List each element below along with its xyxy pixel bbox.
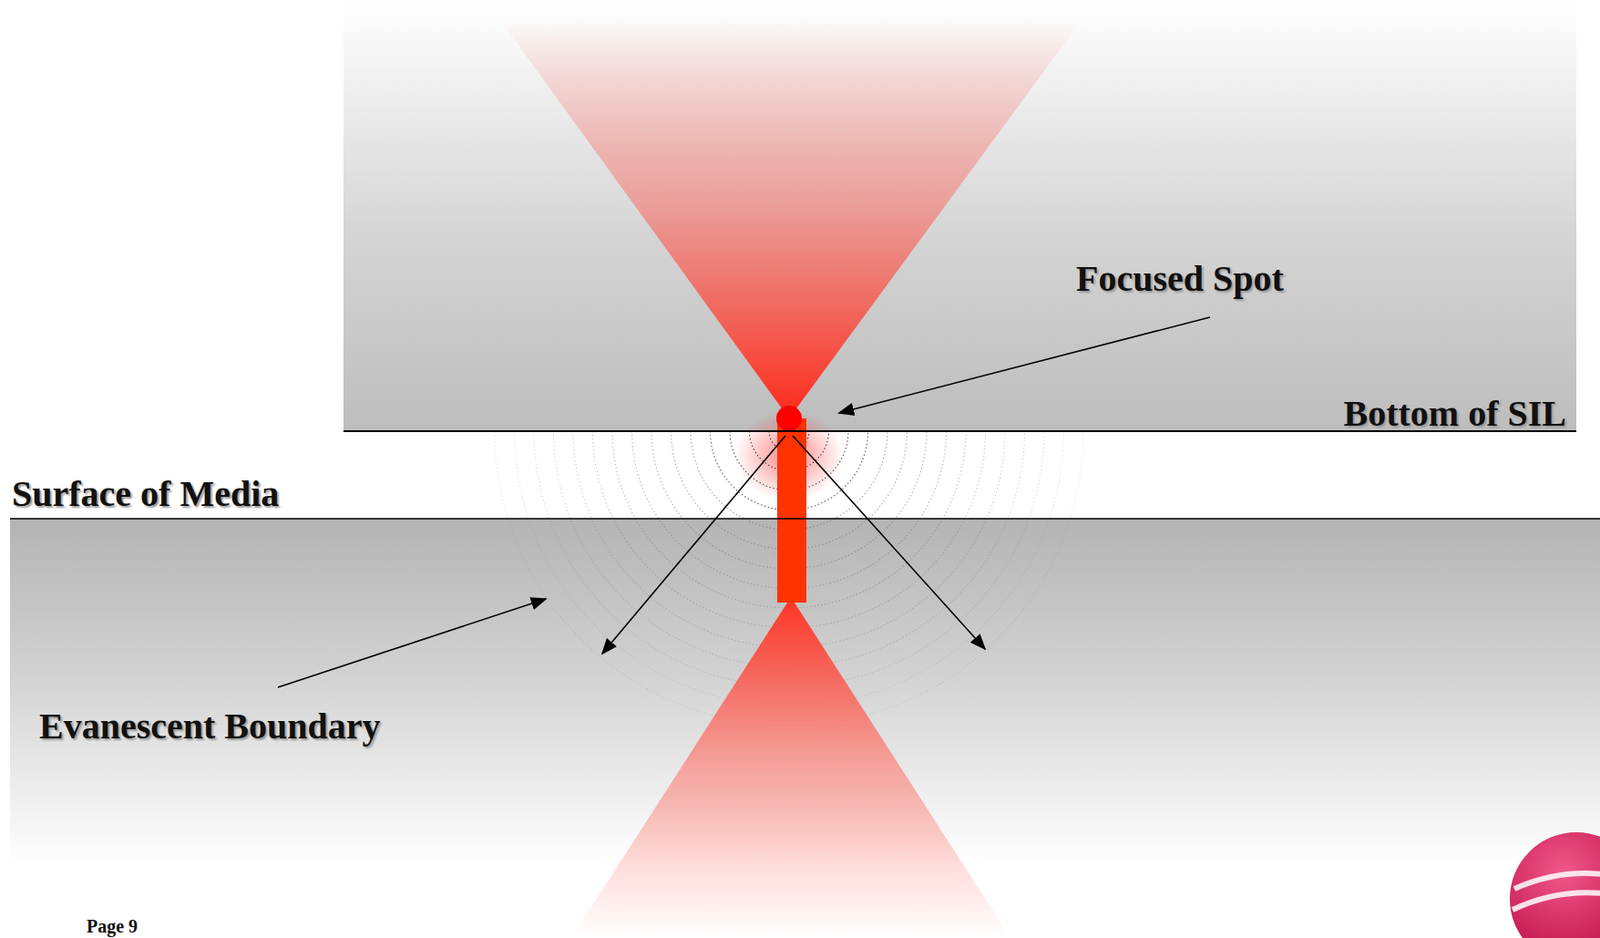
media-label: Surface of Media — [11, 475, 279, 513]
page-number: Page 9 — [86, 916, 138, 935]
leader-line — [277, 598, 546, 688]
leader-line — [839, 317, 1211, 413]
spread-arrow — [602, 435, 786, 654]
sil-body — [343, 0, 1577, 431]
spot-label: Focused Spot — [1076, 260, 1284, 298]
incident-beam — [500, 20, 1082, 419]
transmitted-beam — [571, 596, 1011, 938]
media-surface-line — [10, 517, 1600, 520]
boundary-label: Evanescent Boundary — [39, 707, 381, 745]
focused-spot — [776, 405, 802, 431]
sil-label: Bottom of SIL — [1343, 395, 1567, 432]
logo — [1509, 831, 1600, 938]
spread-arrow — [792, 435, 985, 649]
